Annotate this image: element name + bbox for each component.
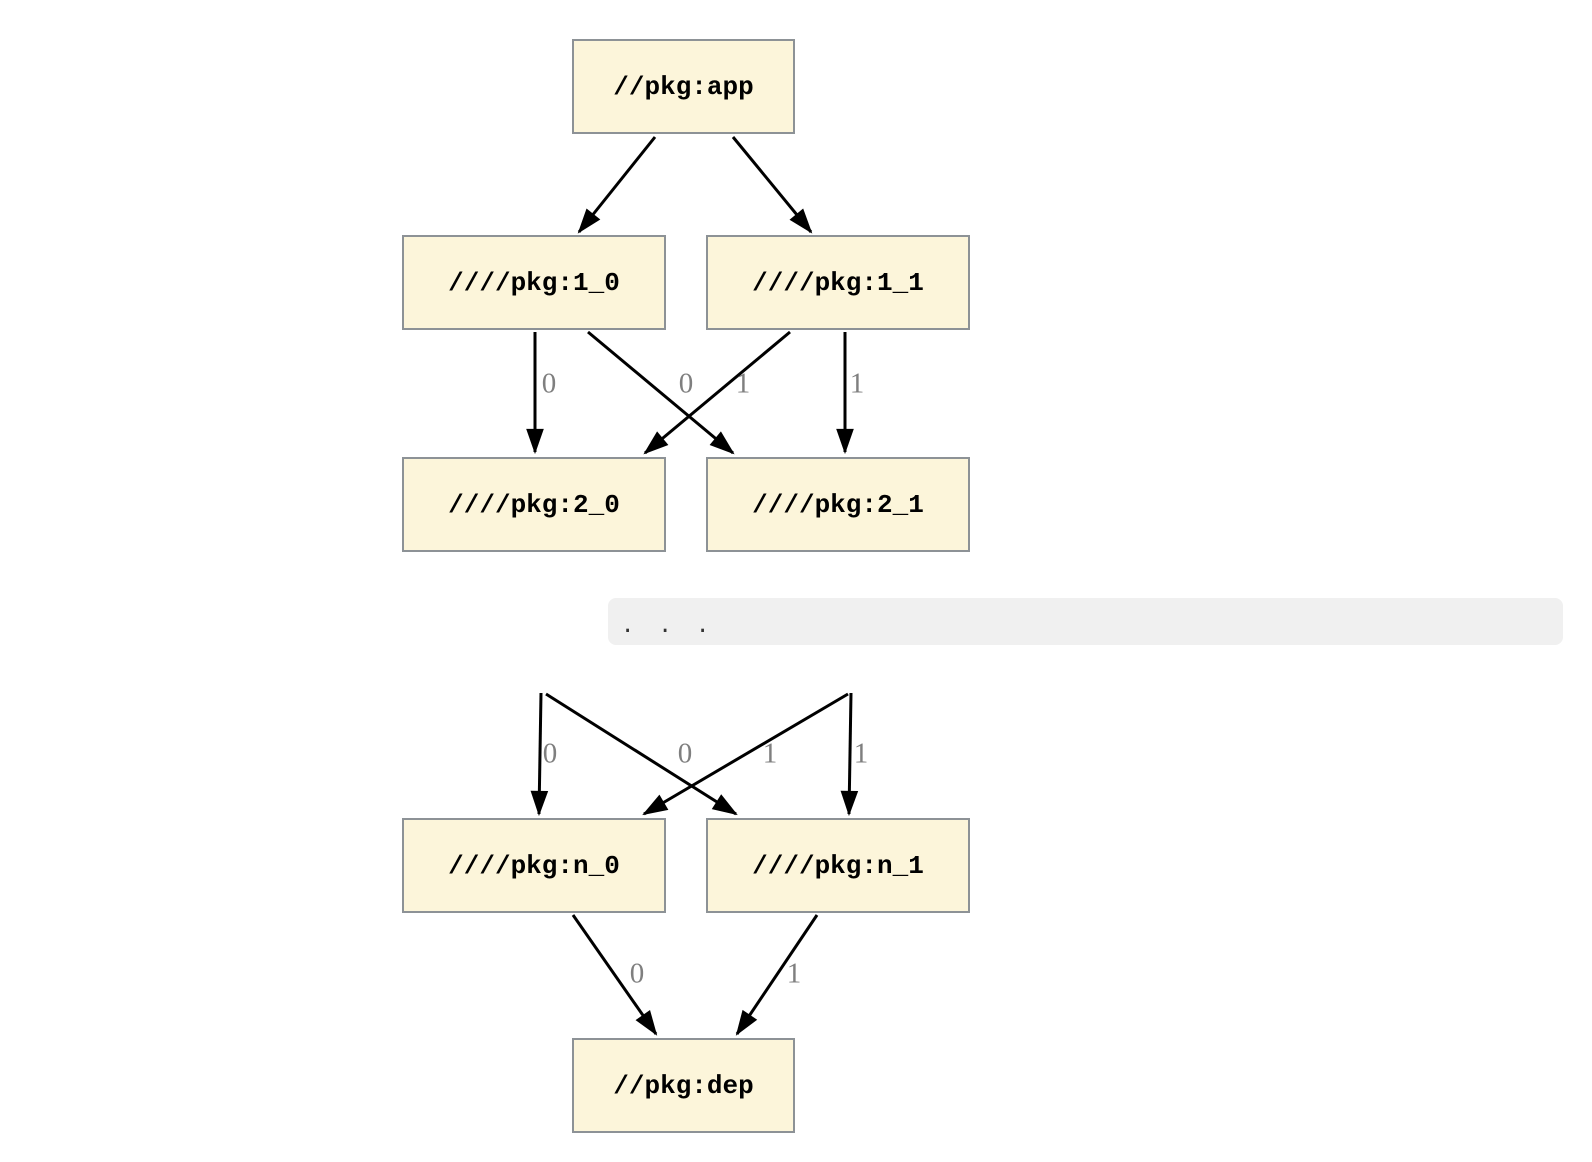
edge-label-n_0-cross: 0: [677, 737, 693, 770]
edge-n_1-to-dep: [735, 914, 819, 1036]
node-pkg-2_1: ////pkg:2_1: [706, 457, 970, 552]
node-pkg-dep: //pkg:dep: [572, 1038, 795, 1133]
node-pkg-1_0-label: ////pkg:1_0: [448, 267, 620, 298]
edge-app-to-1_0: [577, 136, 657, 234]
node-pkg-2_1-label: ////pkg:2_1: [752, 489, 924, 520]
edge-app-to-1_1: [731, 136, 813, 234]
edge-ellipsis-to-n_0-cross: [642, 692, 849, 816]
edge-label-1_1-2_1: 1: [849, 367, 865, 400]
edge-1_0-to-2_1: [587, 330, 735, 455]
edge-label-1_1-2_0: 0: [678, 367, 694, 400]
node-pkg-app-label: //pkg:app: [613, 71, 754, 102]
node-pkg-n_1: ////pkg:n_1: [706, 818, 970, 913]
node-pkg-n_0: ////pkg:n_0: [402, 818, 666, 913]
edge-ellipsis-to-n_1-straight: [840, 692, 859, 817]
edge-label-n_0-dep: 0: [629, 957, 645, 990]
node-pkg-1_1-label: ////pkg:1_1: [752, 267, 924, 298]
node-pkg-n_0-label: ////pkg:n_0: [448, 850, 620, 881]
edge-label-1_0-2_1: 1: [735, 367, 751, 400]
edge-ellipsis-to-n_0-straight: [530, 692, 549, 817]
edge-label-1_0-2_0: 0: [541, 367, 557, 400]
ellipsis-dots: . . .: [621, 612, 715, 638]
edge-1_1-to-2_0: [643, 330, 791, 455]
node-pkg-1_0: ////pkg:1_0: [402, 235, 666, 330]
node-pkg-n_1-label: ////pkg:n_1: [752, 850, 924, 881]
node-pkg-2_0-label: ////pkg:2_0: [448, 489, 620, 520]
node-pkg-1_1: ////pkg:1_1: [706, 235, 970, 330]
node-pkg-2_0: ////pkg:2_0: [402, 457, 666, 552]
edge-label-n_1-cross: 1: [762, 737, 778, 770]
node-pkg-app: //pkg:app: [572, 39, 795, 134]
edge-n_0-to-dep: [571, 914, 658, 1036]
edge-label-n_0-straight: 0: [542, 737, 558, 770]
edge-label-n_1-straight: 1: [853, 737, 869, 770]
node-pkg-dep-label: //pkg:dep: [613, 1070, 754, 1101]
edge-ellipsis-to-n_1-cross: [545, 692, 738, 816]
edge-label-n_1-dep: 1: [786, 957, 802, 990]
ellipsis-band: . . .: [608, 598, 1563, 645]
